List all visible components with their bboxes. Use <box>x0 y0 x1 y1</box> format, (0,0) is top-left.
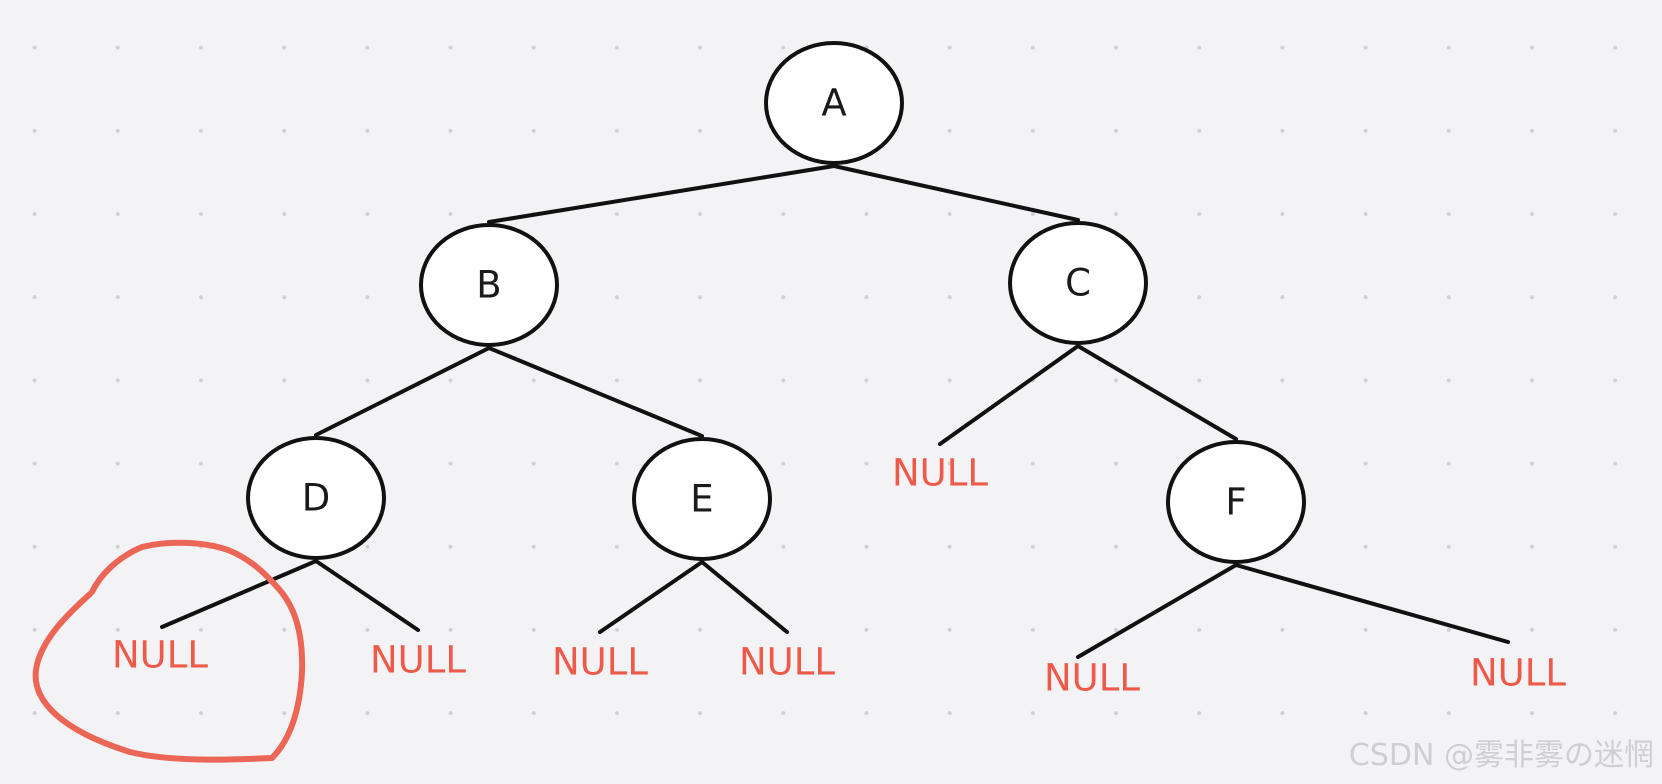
node-label: C <box>1065 262 1091 305</box>
edge-d-to-d-left <box>160 559 318 629</box>
node-circle <box>419 223 559 347</box>
null-leaf-d-left: NULL <box>112 634 208 677</box>
tree-node-e: E <box>632 437 772 561</box>
tree-node-d: D <box>246 436 386 560</box>
null-leaf-d-right: NULL <box>370 639 466 682</box>
edge-a-to-b <box>487 164 836 224</box>
tree-node-f: F <box>1166 440 1306 564</box>
tree-node-b: B <box>419 223 559 347</box>
null-leaf-c-left: NULL <box>892 452 988 495</box>
watermark: CSDN @雾非雾の迷惘 <box>1348 738 1654 773</box>
node-circle <box>246 436 386 560</box>
null-leaf-e-right: NULL <box>739 641 835 684</box>
edge-c-to-c-left <box>938 344 1080 446</box>
null-leaves-layer: NULL NULL NULL NULL NULL NULL NULL <box>112 452 1566 700</box>
node-label: F <box>1225 481 1246 524</box>
node-circle <box>632 437 772 561</box>
edge-f-to-f-left <box>1076 563 1238 659</box>
edge-a-to-c <box>832 164 1080 222</box>
edge-f-to-f-right <box>1234 563 1510 644</box>
edge-d-to-d-right <box>314 559 420 632</box>
tree-node-a: A <box>764 41 904 165</box>
tree-node-c: C <box>1008 221 1148 345</box>
node-circle <box>1008 221 1148 345</box>
node-label: E <box>690 478 713 521</box>
edge-e-to-e-left <box>598 560 704 634</box>
node-label: A <box>821 82 846 125</box>
node-circle <box>764 41 904 165</box>
node-label: B <box>476 264 501 307</box>
edge-e-to-e-right <box>700 560 789 634</box>
edge-b-to-d <box>314 346 491 437</box>
null-leaf-f-right: NULL <box>1470 652 1566 695</box>
nodes-layer: A B C D E F <box>246 41 1306 564</box>
edges-layer <box>160 164 1510 659</box>
null-leaf-f-left: NULL <box>1044 657 1140 700</box>
edge-c-to-f <box>1076 344 1238 441</box>
null-leaf-e-left: NULL <box>552 641 648 684</box>
highlight-circle <box>32 539 306 763</box>
node-label: D <box>302 477 331 520</box>
edge-b-to-e <box>487 346 704 438</box>
node-circle <box>1166 440 1306 564</box>
